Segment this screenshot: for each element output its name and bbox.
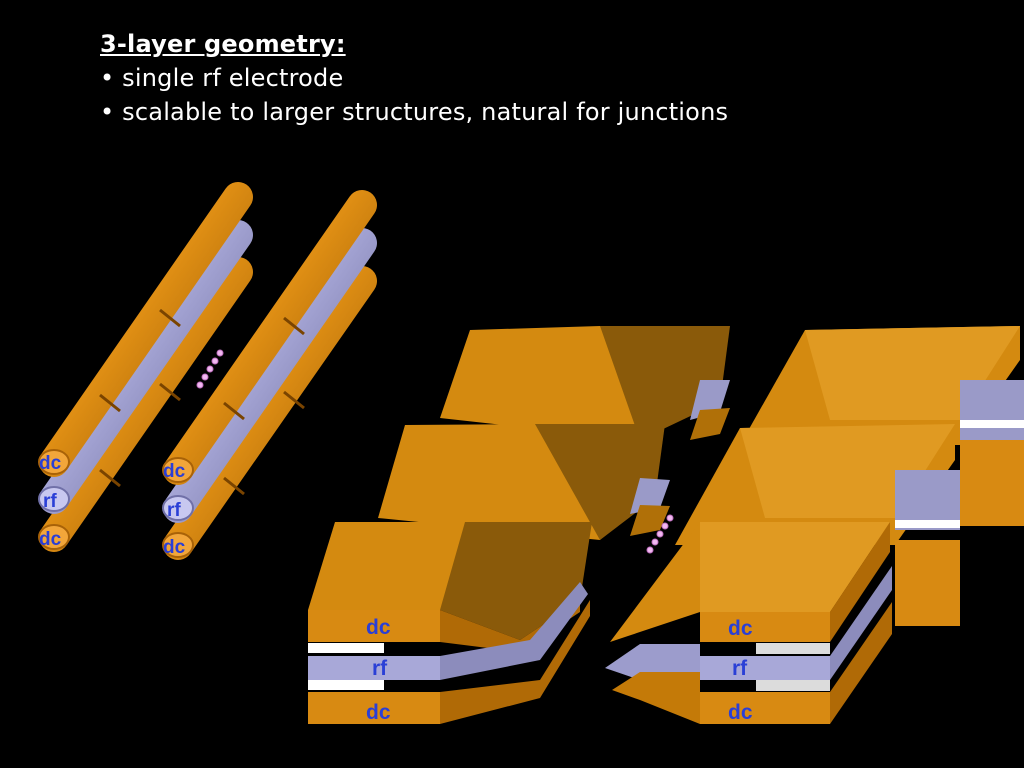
label-rf: rf bbox=[732, 657, 748, 680]
ion-chain-dots-planar bbox=[646, 514, 674, 554]
label-dc-bottom: dc bbox=[366, 701, 391, 724]
rod-dc-bottom bbox=[162, 266, 377, 560]
label-dc-bottom: dc bbox=[163, 537, 186, 558]
slide-heading: 3-layer geometry: bbox=[100, 30, 346, 58]
label-rf: rf bbox=[43, 491, 57, 512]
bullet-scalable: • scalable to larger structures, natural… bbox=[100, 98, 729, 126]
ion-chain-dots bbox=[196, 349, 224, 389]
rod-trap-2: dc rf dc bbox=[162, 190, 377, 560]
rod-rf bbox=[162, 228, 377, 523]
label-dc-top: dc bbox=[728, 617, 753, 640]
rod-rf bbox=[38, 220, 253, 514]
label-dc-top: dc bbox=[163, 461, 186, 482]
planar-stack-1: dc rf dc bbox=[308, 326, 730, 724]
label-dc-bottom: dc bbox=[728, 701, 753, 724]
planar-stack-2: dc rf dc bbox=[605, 326, 1024, 724]
bullet-single-rf: • single rf electrode bbox=[100, 64, 344, 92]
rod-dc-top bbox=[162, 190, 377, 485]
rod-dc-bottom bbox=[38, 257, 253, 552]
label-rf: rf bbox=[372, 657, 388, 680]
label-dc-bottom: dc bbox=[39, 529, 62, 550]
label-dc-top: dc bbox=[366, 616, 391, 639]
rod-dc-top bbox=[38, 182, 253, 477]
label-dc-top: dc bbox=[39, 453, 62, 474]
label-rf: rf bbox=[167, 500, 181, 521]
rod-trap-1: dc rf dc bbox=[38, 182, 253, 552]
